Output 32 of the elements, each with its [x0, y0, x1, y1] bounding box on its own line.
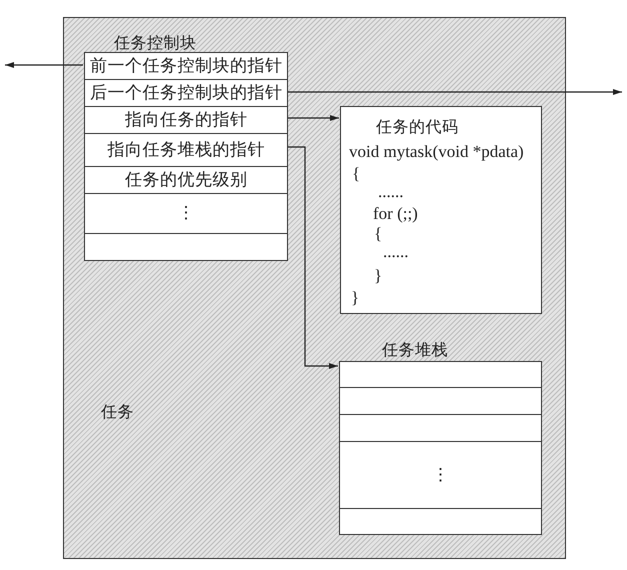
code-line: { — [352, 165, 360, 184]
control-block-table — [84, 34, 288, 261]
stack-row — [339, 414, 542, 442]
code-line: } — [374, 267, 382, 286]
stack-row — [339, 387, 542, 415]
table-row: ⋮ — [84, 193, 288, 234]
code-line: ...... — [378, 183, 404, 202]
stack-table — [339, 341, 542, 535]
arrow — [5, 62, 83, 68]
arrow — [287, 146, 338, 369]
table-row — [84, 233, 288, 261]
code-line: ...... — [383, 243, 408, 262]
arrow — [287, 89, 622, 95]
table-heading: 任务堆栈 — [382, 341, 448, 359]
table-row: 前一个任务控制块的指针 — [84, 52, 288, 80]
stack-row: ⋮ — [339, 441, 542, 509]
table-heading: 任务控制块 — [114, 34, 196, 52]
code-line: void mytask(void *pdata) — [349, 143, 524, 162]
code-line: for (;;) — [373, 205, 418, 224]
code-box — [340, 106, 542, 314]
table-row: 指向任务堆栈的指针 — [84, 133, 288, 167]
table-row: 后一个任务控制块的指针 — [84, 79, 288, 107]
stack-row — [339, 508, 542, 535]
code-line: { — [374, 225, 382, 244]
code-line: } — [351, 289, 360, 308]
panel-label: 任务 — [101, 403, 134, 421]
table-row: 指向任务的指针 — [84, 106, 288, 134]
stack-row — [339, 361, 542, 388]
table-row: 任务的优先级别 — [84, 166, 288, 194]
task-panel — [63, 17, 566, 559]
arrow — [287, 115, 339, 121]
code-heading: 任务的代码 — [376, 118, 458, 136]
